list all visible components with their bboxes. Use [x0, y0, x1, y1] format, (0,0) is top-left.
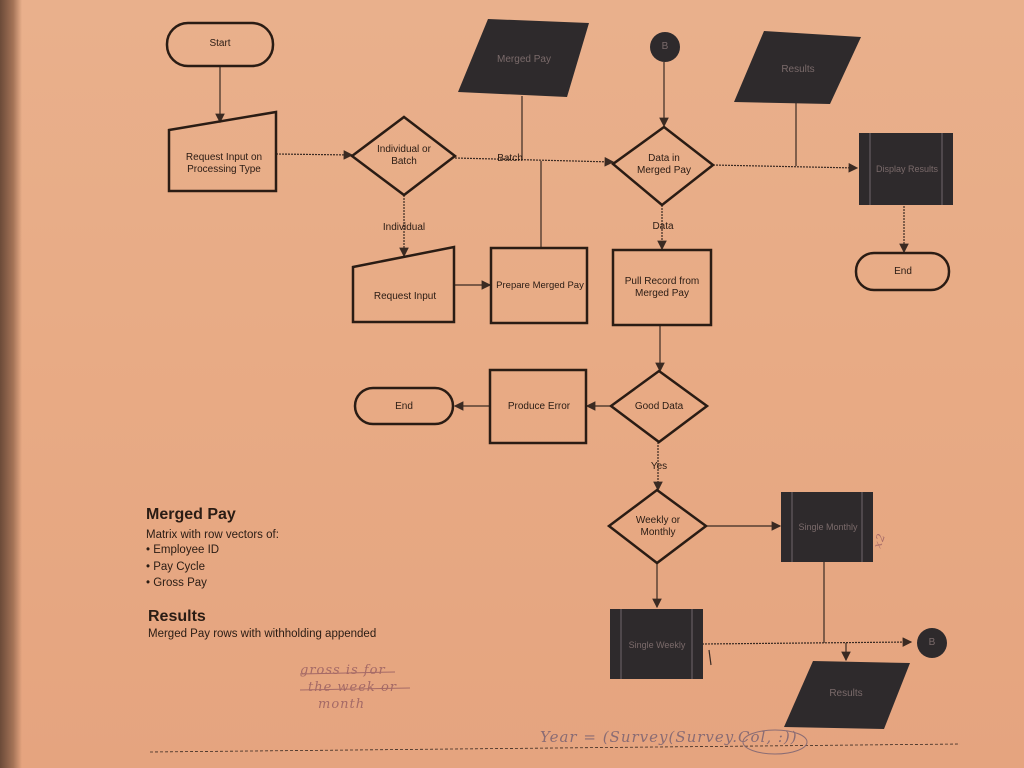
data-in-merged-pay-decision	[610, 125, 716, 207]
pull-record-shape	[611, 248, 713, 327]
start-terminator	[165, 21, 275, 68]
edge-label-batch: Batch	[497, 153, 523, 164]
end-left-label: End	[395, 401, 413, 412]
request-input-processing-label: Request Input on Processing Type	[185, 152, 263, 175]
page-edge-shadow	[0, 0, 22, 768]
request-input-shape	[351, 245, 456, 324]
prepare-merged-pay-shape	[489, 246, 589, 325]
edge-label-yes: Yes	[650, 461, 668, 472]
results-data-top-shape	[734, 31, 861, 104]
handwritten-note-line3: month	[318, 697, 366, 712]
good-data-decision	[608, 369, 710, 444]
weekly-or-monthly-label: Weekly or Monthly	[635, 515, 681, 538]
handwritten-formula: Year = (Survey(Survey.Col, :))	[540, 728, 798, 746]
individual-or-batch-label: Individual or Batch	[377, 144, 431, 167]
end-left-terminator	[353, 386, 455, 426]
edge-label-data: Data	[652, 221, 674, 232]
connector-b-bottom-shape	[917, 628, 947, 658]
produce-error-shape	[488, 368, 588, 445]
request-input-processing-shape	[167, 110, 278, 193]
edge-single-weekly-to-b	[701, 637, 913, 647]
prepare-merged-pay-label: Prepare Merged Pay	[496, 280, 584, 291]
merged-pay-data-label: Merged Pay	[497, 54, 551, 65]
individual-or-batch-decision	[349, 115, 458, 197]
edge-batch-to-data-in	[454, 156, 615, 167]
connector-b-bottom-label: B	[928, 637, 936, 648]
legend-results-title: Results	[148, 608, 206, 625]
weekly-or-monthly-decision	[606, 488, 709, 565]
legend-item: Pay Cycle	[146, 559, 219, 576]
merged-pay-data-shape	[458, 19, 589, 97]
page-bottom-rule	[149, 743, 961, 753]
legend-merged-pay-title: Merged Pay	[146, 506, 236, 523]
display-results-shape	[859, 133, 953, 205]
edge-request-to-decision	[275, 150, 354, 160]
pull-record-label: Pull Record from Merged Pay	[624, 276, 700, 299]
handwritten-note-line1: gross is for	[300, 663, 386, 678]
legend-item: Gross Pay	[146, 575, 219, 592]
connector-b-top-label: B	[661, 41, 669, 52]
single-weekly-shape	[610, 609, 703, 679]
legend-merged-pay-desc: Matrix with row vectors of:	[146, 529, 279, 541]
end-top-terminator	[854, 251, 951, 292]
produce-error-label: Produce Error	[507, 401, 571, 412]
request-input-label: Request Input	[373, 291, 437, 302]
single-monthly-label: Single Monthly	[798, 522, 858, 532]
results-data-bottom-label: Results	[829, 688, 863, 699]
single-monthly-shape	[781, 492, 873, 562]
start-label: Start	[209, 38, 231, 49]
legend-results-desc: Merged Pay rows with withholding appende…	[148, 628, 377, 640]
end-top-label: End	[894, 266, 912, 277]
good-data-label: Good Data	[634, 401, 684, 412]
results-data-bottom-shape	[784, 661, 910, 729]
edge-data-in-to-display	[712, 163, 859, 173]
results-data-top-label: Results	[781, 64, 815, 75]
single-weekly-label: Single Weekly	[628, 640, 686, 650]
handwritten-note-line2: the week or	[308, 680, 397, 695]
display-results-label: Display Results	[875, 164, 939, 174]
legend-merged-pay-list: Employee ID Pay Cycle Gross Pay	[146, 542, 219, 592]
edge-label-individual: Individual	[382, 222, 426, 233]
data-in-merged-pay-label: Data in Merged Pay	[637, 153, 691, 176]
legend-item: Employee ID	[146, 542, 219, 559]
connector-b-top-shape	[650, 32, 680, 62]
